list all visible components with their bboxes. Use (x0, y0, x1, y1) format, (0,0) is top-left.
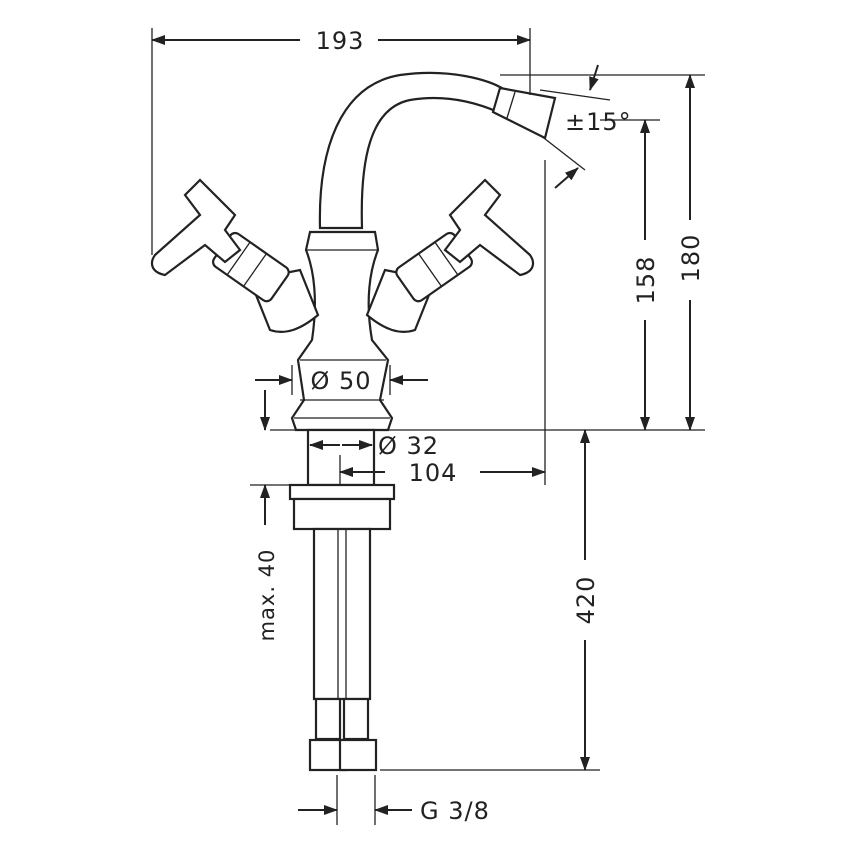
dim-max-deck: max. 40 (255, 549, 279, 642)
dim-width-total: 193 (316, 27, 365, 55)
faucet-outline (150, 71, 557, 772)
dim-height-total: 180 (677, 234, 705, 283)
dim-hose-length: 420 (572, 576, 600, 625)
dimension-lines (151, 28, 705, 825)
dim-thread: G 3/8 (420, 797, 490, 825)
dim-projection: 104 (409, 459, 458, 487)
dim-shank-diameter: Ø 32 (378, 432, 439, 460)
dim-body-diameter: Ø 50 (310, 367, 371, 395)
dim-spout-angle: ±15° (565, 108, 632, 136)
dim-height-spout: 158 (632, 256, 660, 305)
